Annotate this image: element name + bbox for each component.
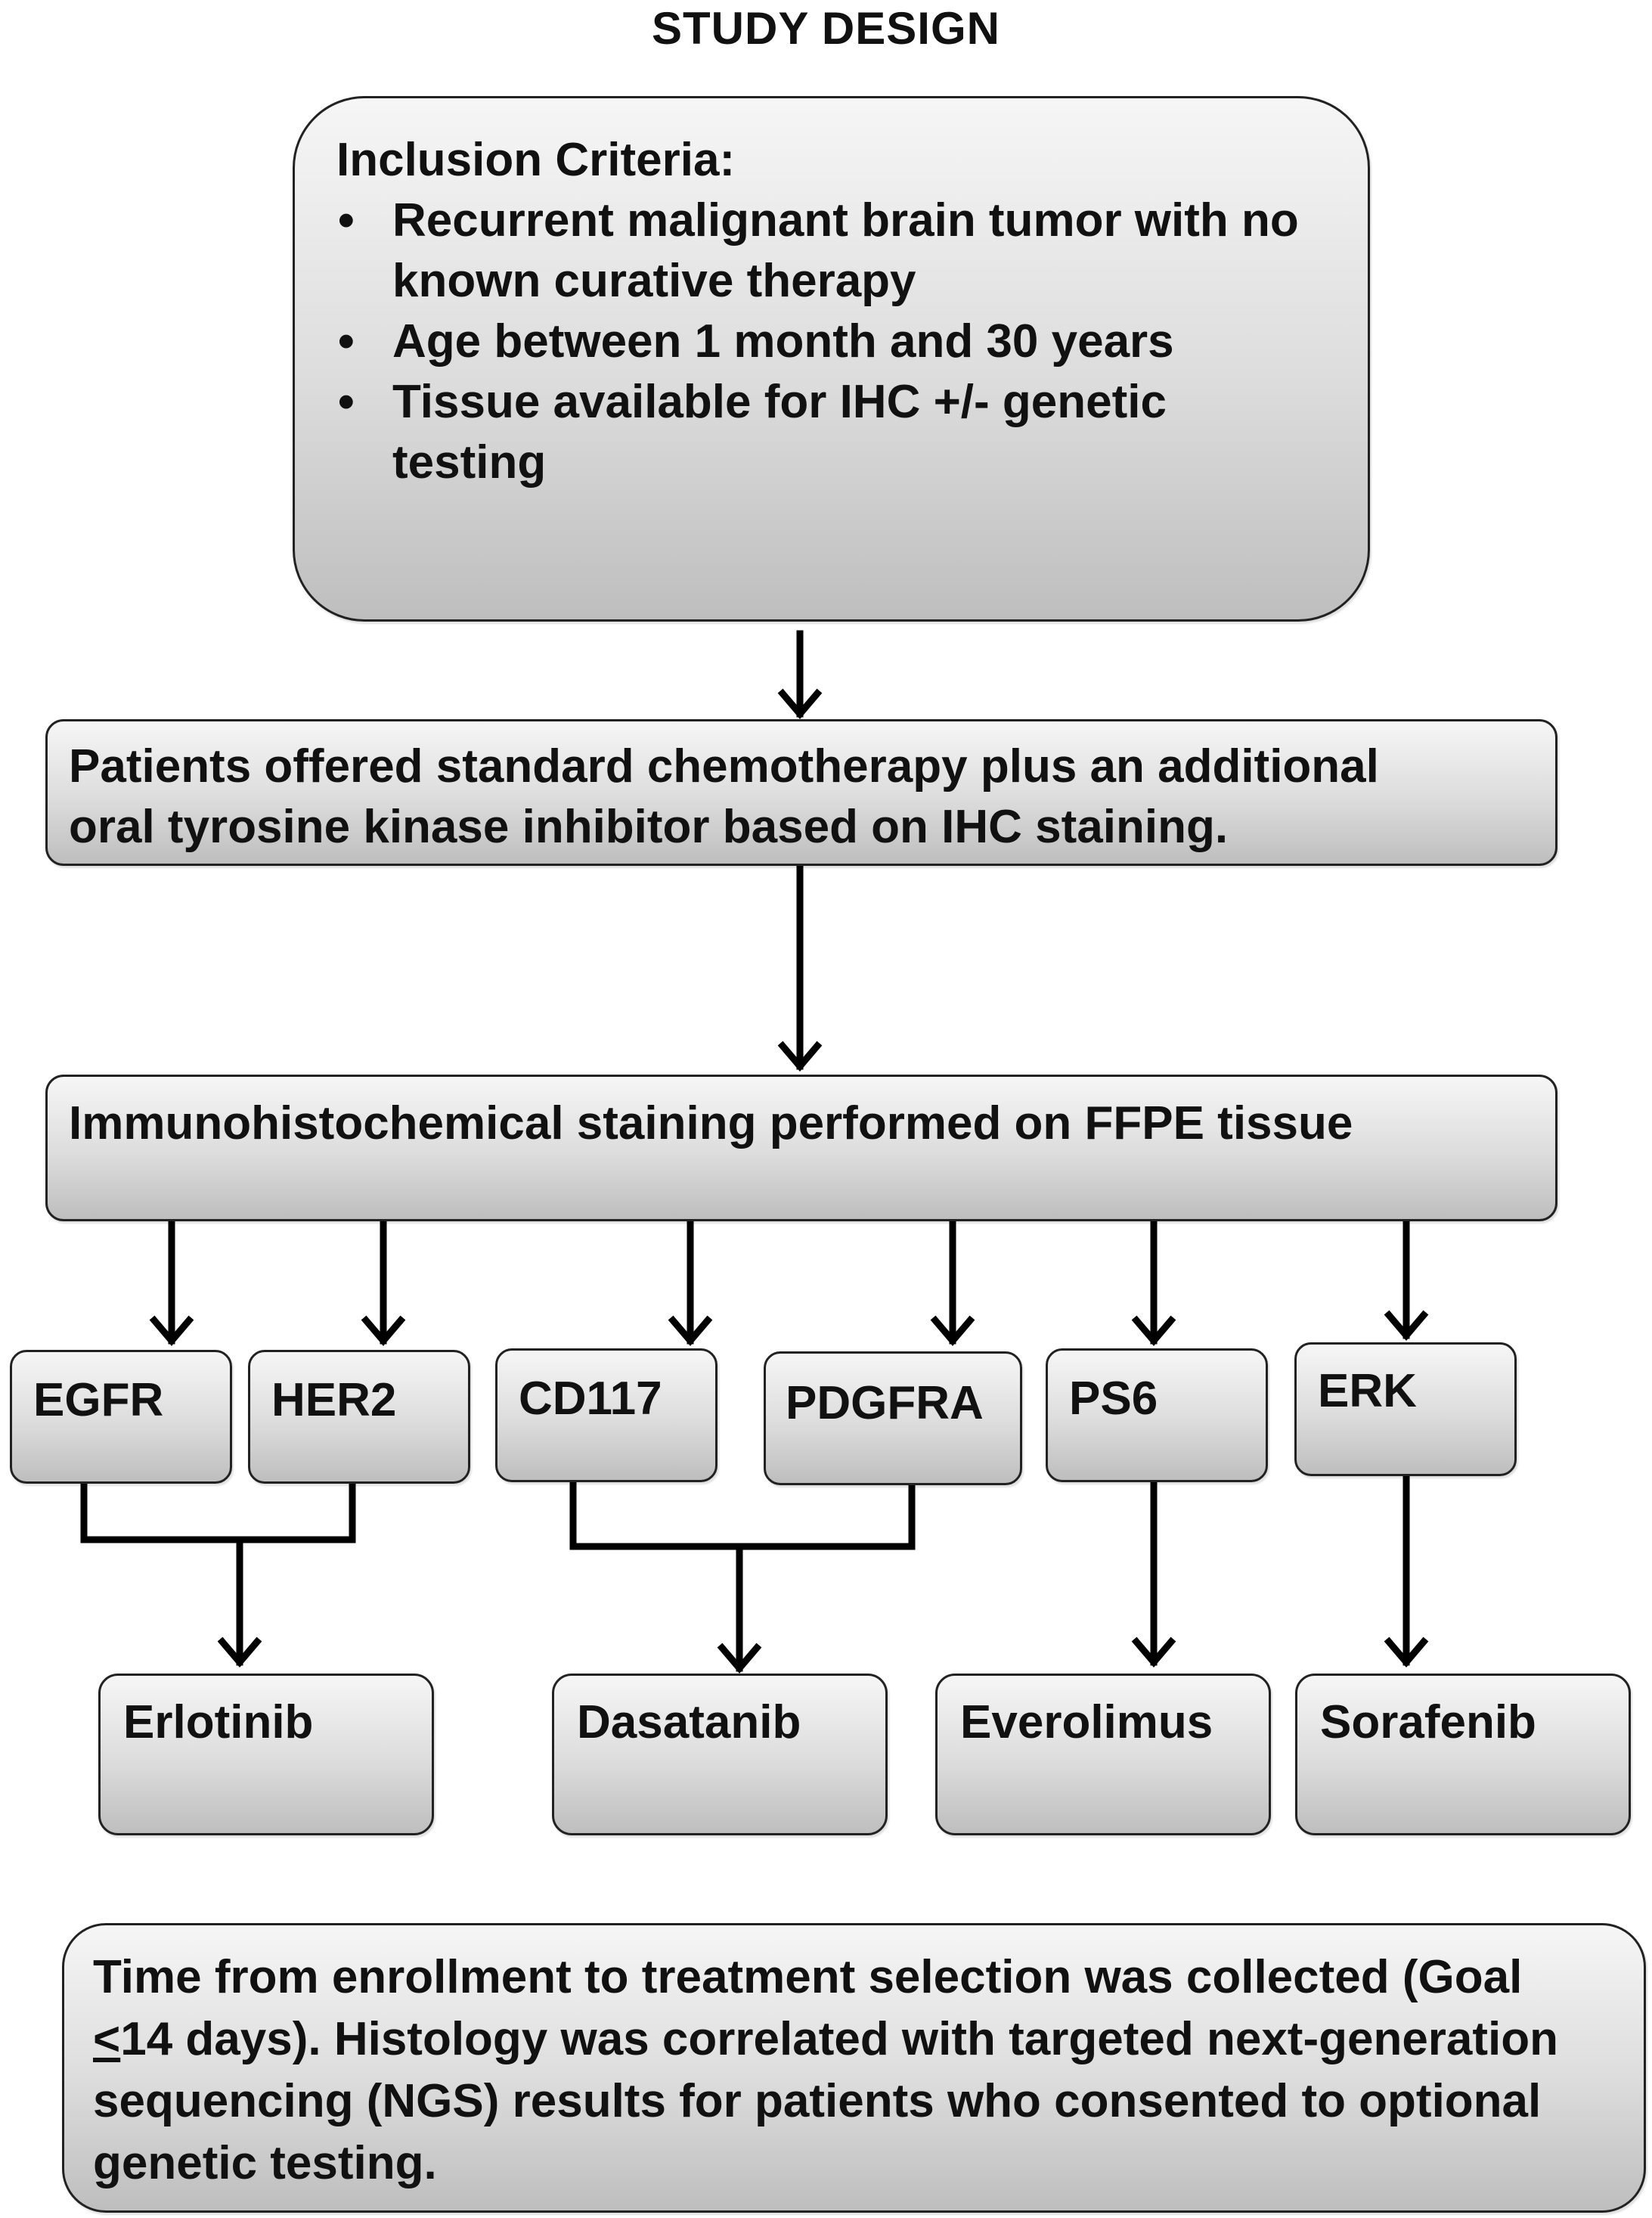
timing-note-box: Time from enrollment to treatment select… [62, 1923, 1646, 2213]
criterion-text: Tissue available for IHC +/- genetic tes… [392, 376, 1167, 489]
arrow-ihc-to-her2-head [361, 1315, 406, 1346]
inclusion-criteria-list: • Recurrent malignant brain tumor with n… [336, 191, 1345, 493]
arrow-offer-to-ihc-head [777, 1041, 823, 1072]
bullet-icon: • [338, 194, 355, 247]
drug-dasatanib-box: Dasatanib [552, 1674, 888, 1835]
arrow-ps6-to-everolimus-head [1131, 1636, 1176, 1667]
arrow-to-dasatanib-head [717, 1643, 762, 1674]
marker-pdgfra-label: PDGFRA [786, 1377, 984, 1429]
marker-her2-box: HER2 [248, 1350, 470, 1484]
arrow-to-erlotinib-head [217, 1636, 262, 1667]
marker-erk-label: ERK [1318, 1365, 1417, 1417]
marker-pdgfra-box: PDGFRA [764, 1351, 1022, 1485]
offer-line: oral tyrosine kinase inhibitor based on … [69, 801, 1229, 853]
drug-sorafenib-box: Sorafenib [1295, 1674, 1631, 1835]
arrow-inclusion-to-offer-head [777, 688, 823, 719]
marker-cd117-box: CD117 [495, 1348, 718, 1482]
timing-note-text: Time from enrollment to treatment select… [93, 1947, 1613, 2195]
arrow-ihc-to-cd117-head [668, 1315, 713, 1346]
bullet-icon: • [338, 376, 355, 428]
leq-symbol: < [93, 2013, 121, 2065]
diagram-title: STUDY DESIGN [652, 3, 1000, 54]
marker-her2-label: HER2 [271, 1374, 397, 1426]
drug-erlotinib-box: Erlotinib [98, 1674, 434, 1835]
arrow-erk-to-sorafenib-head [1384, 1636, 1429, 1667]
marker-ps6-label: PS6 [1069, 1373, 1158, 1425]
note-part-1: Time from enrollment to treatment select… [93, 1951, 1523, 2003]
bullet-icon: • [338, 315, 355, 368]
criterion-item: • Age between 1 month and 30 years [336, 312, 1345, 372]
ihc-staining-box: Immunohistochemical staining performed o… [45, 1075, 1557, 1221]
criterion-item: • Tissue available for IHC +/- genetic t… [336, 372, 1285, 493]
marker-erk-box: ERK [1294, 1342, 1517, 1476]
criterion-text: Recurrent malignant brain tumor with no … [392, 194, 1299, 307]
criterion-item: • Recurrent malignant brain tumor with n… [336, 191, 1345, 312]
arrow-ihc-to-erk-head [1384, 1310, 1429, 1341]
arrow-ihc-to-ps6-head [1131, 1315, 1176, 1346]
ihc-text: Immunohistochemical staining performed o… [69, 1097, 1353, 1149]
arrow-ihc-to-egfr-head [149, 1315, 194, 1346]
arrow-ihc-to-pdgfra-head [930, 1315, 975, 1346]
drug-sorafenib-label: Sorafenib [1320, 1696, 1536, 1748]
treatment-offer-box: Patients offered standard chemotherapy p… [45, 719, 1557, 866]
inclusion-heading: Inclusion Criteria: [336, 134, 736, 186]
offer-line: Patients offered standard chemotherapy p… [69, 740, 1379, 793]
inclusion-criteria-box: Inclusion Criteria: • Recurrent malignan… [293, 96, 1370, 622]
drug-erlotinib-label: Erlotinib [123, 1696, 314, 1748]
drug-everolimus-box: Everolimus [935, 1674, 1271, 1835]
marker-egfr-box: EGFR [10, 1350, 232, 1484]
marker-ps6-box: PS6 [1046, 1348, 1268, 1482]
drug-dasatanib-label: Dasatanib [577, 1696, 801, 1748]
drug-everolimus-label: Everolimus [960, 1696, 1213, 1748]
criterion-text: Age between 1 month and 30 years [392, 315, 1174, 368]
marker-egfr-label: EGFR [33, 1374, 164, 1426]
marker-cd117-label: CD117 [519, 1373, 662, 1425]
note-part-2: 14 days). Histology was correlated with … [93, 2013, 1559, 2189]
